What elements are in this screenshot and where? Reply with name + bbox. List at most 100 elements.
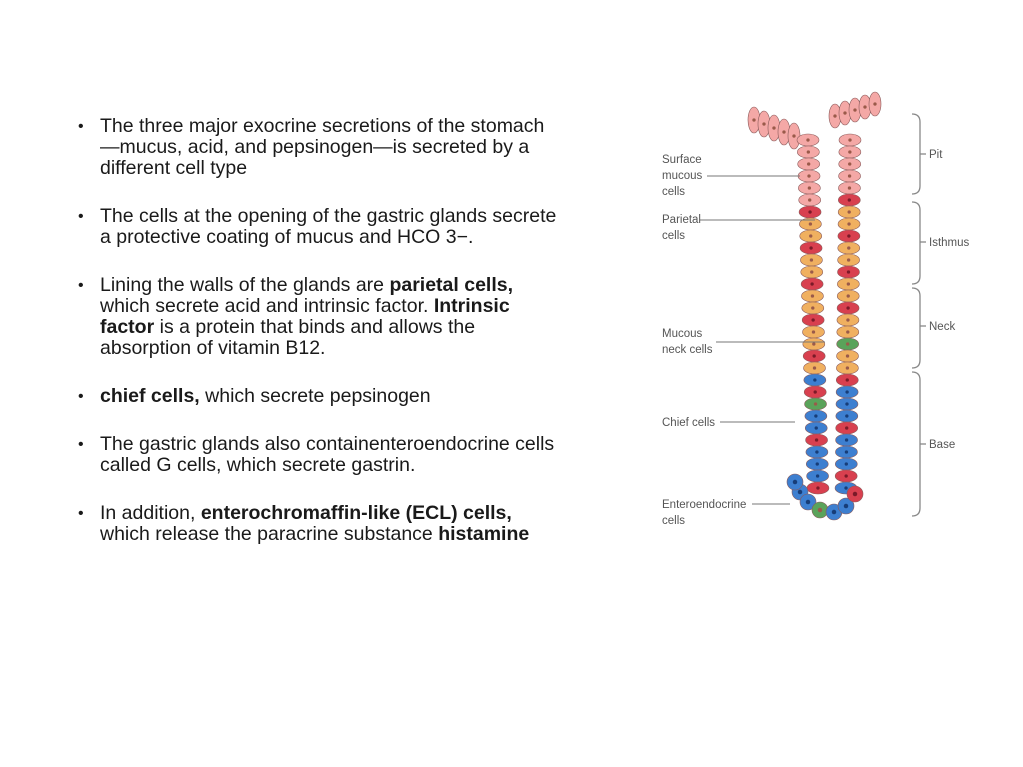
cell-nucleus [811,306,815,310]
enteroendocrine-label-1: Enteroendocrine [662,499,746,511]
cell-nucleus [816,486,820,490]
cell-nucleus [772,126,776,130]
cell-nucleus [809,258,814,262]
cell-nucleus [853,108,857,112]
cell-nucleus [844,450,849,454]
cell-nucleus [847,234,851,238]
cell-nucleus [809,234,813,238]
bullet-bold-term: enterochromaffin-like (ECL) cells, [200,502,512,524]
isthmus-label: Isthmus [929,237,970,249]
bullet-text-run: In addition, [100,502,201,524]
bullet-text-run: Lining the walls of the glands are [100,274,390,296]
parietal-label-1: Parietal [662,214,701,226]
cell-nucleus [812,342,816,346]
cell-nucleus [817,507,823,513]
cell-nucleus [815,474,820,478]
bullet-text-run: The gastric glands also containenteroend… [100,433,555,476]
cell-nucleus [844,462,848,466]
cell-nucleus [845,354,850,358]
bullet-item: •Lining the walls of the glands are pari… [78,275,558,359]
gastric-gland-diagram: Surface mucous cells Parietal cells Muco… [662,91,970,527]
cell-nucleus [844,474,848,478]
cell-nucleus [847,174,852,178]
cell-nucleus [813,378,817,382]
cell-nucleus [848,138,852,142]
bullet-dot: • [78,388,84,405]
cell-nucleus [873,102,877,106]
cell-nucleus [809,246,813,250]
parietal-label-2: cells [662,230,685,242]
bullet-text-run: which release the paracrine substance [100,523,439,545]
enteroendocrine-label-2: cells [662,515,685,527]
cell-nucleus [813,402,818,406]
cell-nucleus [810,282,814,286]
cell-nucleus [847,186,852,190]
bullet-text: The gastric glands also containenteroend… [100,434,558,476]
cell-nucleus [848,150,852,154]
neck-label: Neck [929,321,955,333]
bullet-dot: • [78,505,84,522]
cell-nucleus [815,450,819,454]
cell-nucleus [814,414,818,418]
bullet-text: The three major exocrine secretions of t… [100,116,558,179]
surface-mucous-label-3: cells [662,186,685,198]
bullet-bold-term: histamine [438,523,530,545]
bullet-dot: • [78,118,84,135]
region-brackets [911,113,926,517]
cell-nucleus [806,138,810,142]
cell-nucleus [797,489,803,495]
pit-label: Pit [929,149,943,161]
cell-nucleus [752,118,756,122]
cell-nucleus [847,246,851,250]
bullet-text-run: which secrete pepsinogen [199,385,431,407]
gland-cells [747,91,882,521]
cell-nucleus [843,503,849,509]
cell-nucleus [813,390,817,394]
cell-nucleus [844,486,848,490]
bullet-item: • The three major exocrine secretions of … [78,116,558,179]
cell-nucleus [812,366,817,370]
cell-nucleus [808,198,812,202]
cell-nucleus [806,150,811,154]
cell-nucleus [807,174,811,178]
leader-lines [700,175,825,505]
bullet-bold-term: Intrinsic factor [100,295,510,338]
cell-nucleus [846,318,850,322]
cell-nucleus [848,162,852,166]
cell-nucleus [852,491,858,497]
cell-nucleus [833,114,837,118]
cell-nucleus [792,479,798,485]
cell-nucleus [807,186,812,190]
cell-nucleus [846,270,851,274]
neck-bracket [911,287,921,369]
cell-nucleus [808,210,812,214]
cell-nucleus [831,509,837,515]
cell-nucleus [845,390,849,394]
cell-nucleus [810,270,814,274]
cell-nucleus [845,426,849,430]
base-bracket [911,371,921,517]
mucous-neck-label-2: neck cells [662,344,713,356]
surface-mucous-label-1: Surface [662,154,702,166]
cell-nucleus [808,222,813,226]
surface-mucous-label-2: mucous [662,170,703,182]
cell-nucleus [810,294,815,298]
cell-nucleus [843,111,847,115]
bullet-text: Lining the walls of the glands are parie… [100,275,558,359]
cell-nucleus [845,402,849,406]
cell-nucleus [812,354,816,358]
cell-nucleus [847,198,851,202]
cell-nucleus [846,282,851,286]
bullet-item: •The cells at the opening of the gastric… [78,206,558,248]
bullet-text: In addition, enterochromaffin-like (ECL)… [100,503,558,545]
bullet-dot: • [78,208,84,225]
bullet-bold-term: chief cells, [100,385,200,407]
chief-label: Chief cells [662,417,715,429]
cell-nucleus [846,258,851,262]
bullet-text-run: is a protein that binds and allows the a… [100,316,476,359]
cell-nucleus [845,414,849,418]
cell-nucleus [863,105,867,109]
cell-nucleus [846,330,850,334]
region-labels: Pit Isthmus Neck Base [929,149,970,451]
cell-nucleus [847,222,851,226]
